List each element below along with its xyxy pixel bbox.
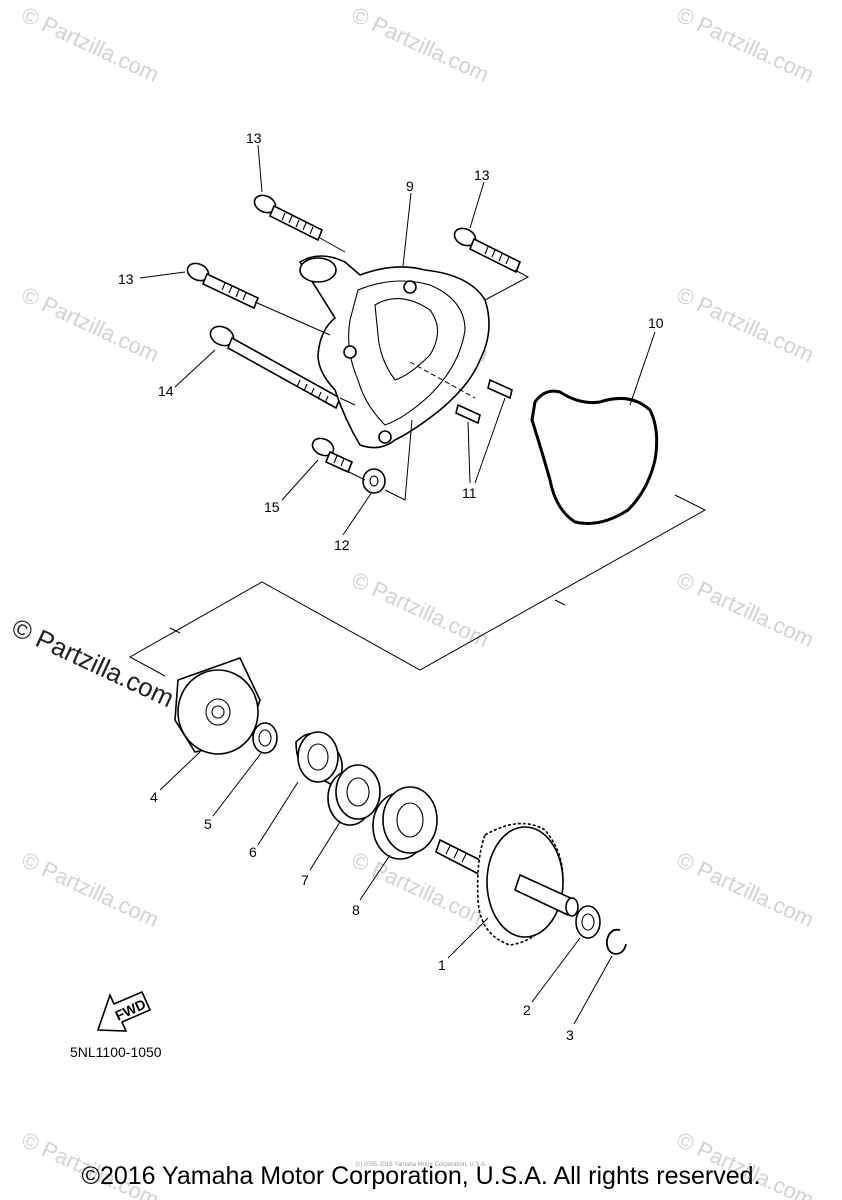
oil-seal-6 [295,731,343,788]
watermark: © Partzilla.com [18,282,163,367]
watermark: © Partzilla.com [673,282,818,367]
dowel-pins-11 [455,378,513,425]
small-copyright-notice: (c) 2005-2016 Yamaha Motor Corporation, … [355,1162,487,1168]
callout-1: 1 [438,957,446,973]
watermark: © Partzilla.com [18,2,163,87]
callout-13-upper-left: 13 [246,130,262,146]
watermark: © Partzilla.com [673,847,818,932]
callout-5: 5 [204,816,212,832]
watermark: © Partzilla.com [673,2,818,87]
callout-8: 8 [352,902,360,918]
bolt-13-upper-left [253,194,324,242]
callout-14: 14 [158,383,174,399]
bearing-7 [327,764,381,826]
watermark: © Partzilla.com [673,567,818,652]
fwd-arrow-icon: FWD [96,990,152,1032]
diagram-code: 5NL1100-1050 [70,1044,162,1060]
callout-7: 7 [301,872,309,888]
bearing-8 [372,786,438,860]
o-ring-10 [530,389,659,525]
callout-11: 11 [462,485,477,501]
callout-13-left: 13 [118,271,134,287]
watermark-layer: © Partzilla.com © Partzilla.com © Partzi… [18,2,818,1200]
circlip-3 [606,928,627,955]
impeller-shaft-1 [435,822,579,946]
washer-2 [575,905,601,939]
callout-10: 10 [648,315,664,331]
watermark: © Partzilla.com [348,567,493,652]
callout-13-right: 13 [474,167,490,183]
callout-3: 3 [566,1027,574,1043]
water-pump-cover-9 [298,255,490,449]
copyright-footer: ©2016 Yamaha Motor Corporation, U.S.A. A… [81,1162,761,1190]
impeller-4 [174,657,261,755]
assembly-lines [128,237,707,677]
fwd-label: FWD [113,996,149,1024]
callout-numbers: 13 9 13 13 10 14 11 15 12 4 5 6 7 8 1 2 … [118,130,664,1043]
bolt-15 [311,437,354,474]
callout-2: 2 [523,1002,531,1018]
callout-12: 12 [334,537,350,553]
callout-15: 15 [264,499,280,515]
watermark: © Partzilla.com [348,2,493,87]
bolt-13-right [453,227,522,274]
watermark: © Partzilla.com [18,847,163,932]
washer-12 [362,468,386,494]
seal-5 [252,722,278,754]
callout-leaders [139,144,656,1025]
bolt-13-left [186,262,260,310]
bolt-14-long [209,325,342,410]
callout-6: 6 [249,844,257,860]
callout-4: 4 [150,789,158,805]
callout-9: 9 [406,178,414,194]
